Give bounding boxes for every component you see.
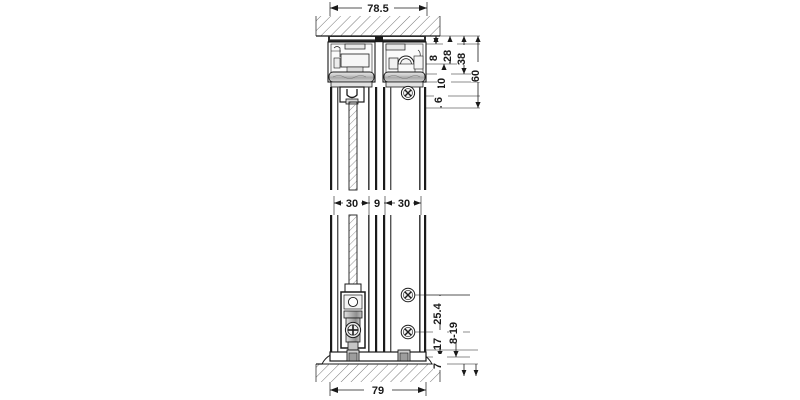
dim-label-7: 7 bbox=[432, 363, 444, 369]
floor-threshold-profile bbox=[321, 349, 433, 365]
dimension-group-upper-vertical: 8 28 38 60 10 bbox=[426, 35, 485, 109]
dim-label-9: 9 bbox=[374, 198, 380, 210]
floor-hatch bbox=[315, 363, 441, 382]
dim-label-38: 38 bbox=[456, 53, 468, 65]
floor-guide-assembly bbox=[340, 283, 366, 351]
dim-label-17: 17 bbox=[432, 338, 444, 350]
dim-label-60: 60 bbox=[470, 70, 482, 82]
ceiling-hatch bbox=[315, 16, 441, 37]
dim-label-28: 28 bbox=[442, 50, 454, 62]
hanger-bracket-left bbox=[339, 86, 365, 105]
phillips-screw-lower-right-top bbox=[400, 287, 470, 303]
dim-label-top: 78.5 bbox=[367, 3, 388, 15]
dim-label-8: 8 bbox=[428, 55, 440, 61]
dim-label-30-left: 30 bbox=[346, 198, 358, 210]
top-track-profile bbox=[328, 36, 426, 43]
dim-label-10: 10 bbox=[436, 78, 448, 90]
lower-detail-view: 25.4 17 8-19 7 bbox=[315, 214, 479, 382]
dim-label-25-4: 25.4 bbox=[432, 302, 444, 324]
phillips-screw-upper bbox=[400, 85, 416, 101]
glass-panel-hatched-lower bbox=[330, 214, 427, 360]
dimension-group-middle: 30 9 30 bbox=[333, 196, 422, 215]
roller-carriage-right bbox=[382, 41, 427, 88]
dimension-bottom-79: 79 bbox=[329, 382, 427, 397]
upper-detail-view: 8 28 38 60 10 bbox=[327, 35, 485, 191]
dimension-top-78-5: 78.5 bbox=[329, 1, 428, 16]
dim-label-6: 6 bbox=[433, 97, 445, 103]
roller-carriage-left bbox=[327, 41, 376, 88]
dim-label-30-right: 30 bbox=[398, 198, 410, 210]
glass-panel-hatched-upper bbox=[330, 87, 427, 191]
dim-label-bottom: 79 bbox=[372, 385, 384, 397]
dimension-group-lower-vertical: 25.4 17 8-19 7 bbox=[426, 294, 479, 376]
dim-label-8-19: 8-19 bbox=[448, 322, 460, 344]
